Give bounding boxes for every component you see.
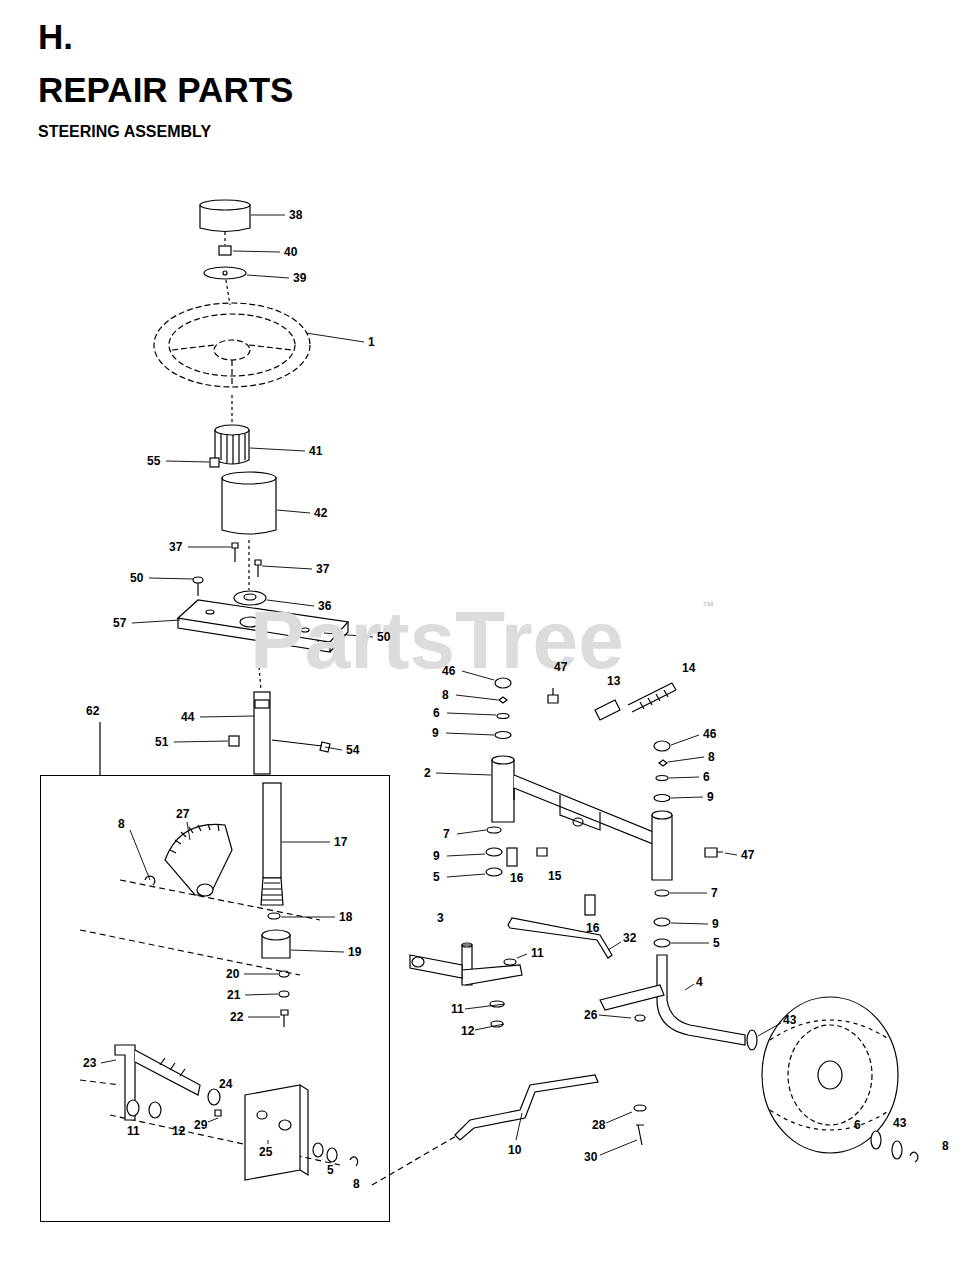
page-title: REPAIR PARTS	[38, 72, 293, 107]
callout-number: 19	[348, 946, 361, 958]
callout-number: 6	[854, 1119, 861, 1131]
callout-number: 55	[147, 455, 160, 467]
callout-number: 26	[584, 1009, 597, 1021]
callout-number: 57	[113, 617, 126, 629]
callout-number: 37	[316, 563, 329, 575]
callout-number: 18	[339, 911, 352, 923]
callout-number: 12	[172, 1125, 185, 1137]
callout-number: 62	[86, 705, 99, 717]
callout-number: 5	[327, 1164, 334, 1176]
callout-number: 40	[284, 246, 297, 258]
callout-number: 8	[942, 1140, 949, 1152]
section-letter: H.	[38, 19, 73, 54]
callout-number: 15	[548, 870, 561, 882]
callout-number: 43	[783, 1014, 796, 1026]
callout-number: 50	[130, 572, 143, 584]
callout-number: 20	[226, 968, 239, 980]
callout-number: 4	[696, 976, 703, 988]
callout-number: 39	[293, 272, 306, 284]
callout-number: 11	[531, 947, 544, 959]
callout-number: 7	[443, 828, 450, 840]
callout-number: 17	[334, 836, 347, 848]
callout-number: 9	[432, 727, 439, 739]
callout-number: 2	[424, 767, 431, 779]
callout-number: 25	[259, 1146, 272, 1158]
callout-number: 36	[318, 600, 331, 612]
callout-number: 51	[155, 736, 168, 748]
callout-number: 9	[433, 850, 440, 862]
callout-number: 23	[83, 1057, 96, 1069]
callout-number: 21	[227, 989, 240, 1001]
callout-number: 8	[118, 818, 125, 830]
callout-number: 9	[712, 918, 719, 930]
callout-number: 47	[554, 661, 567, 673]
subassembly-box: 62	[40, 775, 390, 1222]
callout-number: 11	[451, 1003, 464, 1015]
callout-number: 16	[510, 872, 523, 884]
callout-number: 7	[711, 887, 718, 899]
callout-number: 5	[713, 937, 720, 949]
callout-number: 8	[353, 1178, 360, 1190]
callout-number: 9	[707, 791, 714, 803]
callout-number: 46	[703, 728, 716, 740]
callout-number: 41	[309, 445, 322, 457]
watermark: PartsTree	[250, 599, 624, 681]
callout-number: 8	[442, 689, 449, 701]
callout-number: 42	[314, 507, 327, 519]
callout-number: 46	[442, 665, 455, 677]
callout-number: 6	[703, 771, 710, 783]
callout-number: 10	[508, 1144, 521, 1156]
callout-number: 43	[893, 1117, 906, 1129]
callout-number: 3	[437, 912, 444, 924]
callout-number: 13	[607, 675, 620, 687]
callout-number: 11	[127, 1125, 140, 1137]
callout-number: 5	[433, 871, 440, 883]
callout-number: 30	[584, 1151, 597, 1163]
callout-number: 47	[741, 849, 754, 861]
callout-number: 6	[433, 707, 440, 719]
callout-number: 27	[176, 808, 189, 820]
callout-number: 29	[194, 1119, 207, 1131]
callout-number: 24	[219, 1078, 232, 1090]
callout-number: 28	[592, 1119, 605, 1131]
callout-number: 37	[169, 541, 182, 553]
callout-number: 16	[586, 922, 599, 934]
callout-number: 22	[230, 1011, 243, 1023]
callout-number: 50	[377, 631, 390, 643]
callout-number: 8	[708, 751, 715, 763]
callout-number: 14	[682, 662, 695, 674]
callout-number: 38	[289, 209, 302, 221]
callout-number: 1	[368, 336, 375, 348]
callout-number: 12	[461, 1025, 474, 1037]
subtitle: STEERING ASSEMBLY	[38, 124, 211, 140]
callout-number: 54	[346, 744, 359, 756]
watermark: ™	[702, 600, 714, 612]
callout-number: 44	[181, 711, 194, 723]
callout-number: 32	[623, 932, 636, 944]
